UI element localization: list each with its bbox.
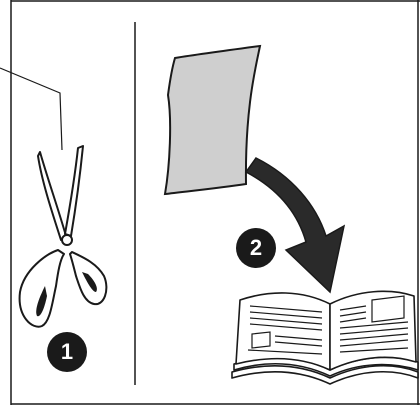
insert-arrow-icon — [246, 158, 344, 292]
step-2-badge: 2 — [236, 228, 276, 268]
leader-line — [0, 68, 62, 150]
step-1-badge: 1 — [47, 332, 87, 372]
scissors-icon — [20, 146, 107, 327]
